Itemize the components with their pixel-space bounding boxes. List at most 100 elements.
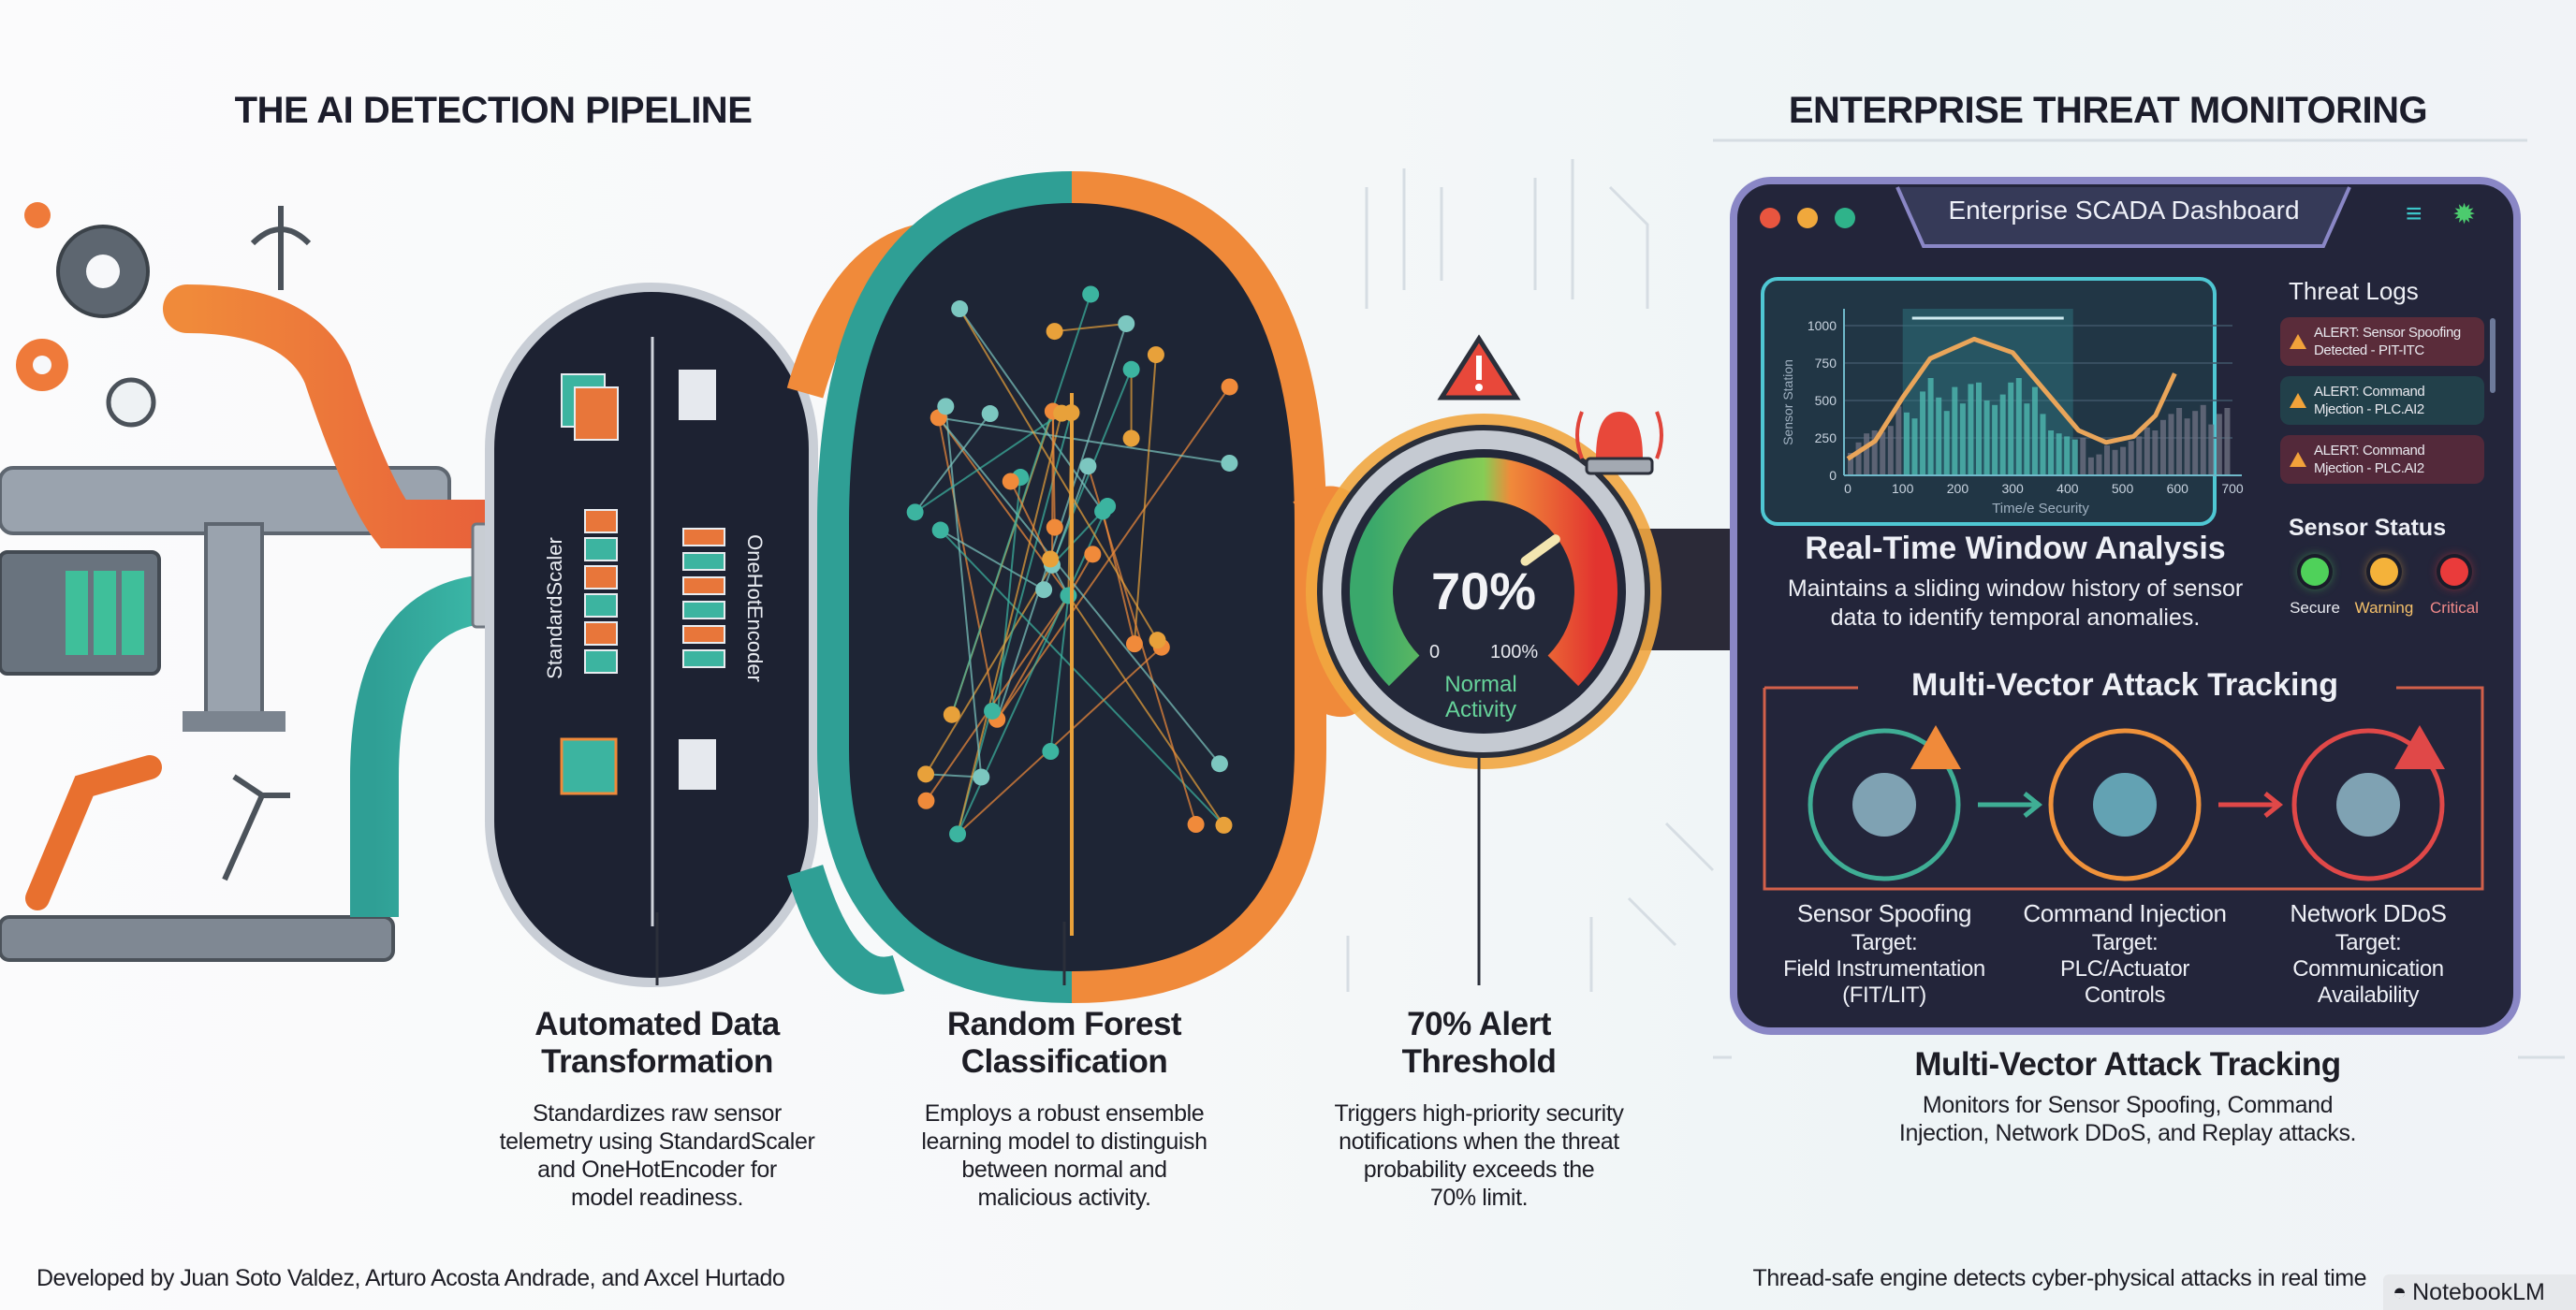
x-tick-label: 0: [1844, 481, 1852, 496]
encoded-block: [682, 625, 725, 644]
tree-node: [917, 792, 935, 809]
data-block: [584, 509, 618, 533]
tree-node: [906, 503, 924, 521]
tree-edge: [996, 323, 1128, 720]
step-desc: between normal and: [961, 1157, 1167, 1183]
bug-icon: ✹: [2452, 199, 2477, 230]
warning-icon: [2290, 452, 2306, 467]
step-title: Automated Data: [534, 1006, 780, 1042]
attack-target-label: Target:: [1851, 930, 1918, 955]
syringe-plc-ring: [2048, 728, 2202, 881]
x-tick-label: 100: [1892, 481, 1914, 496]
alert-line: ALERT: Command: [2314, 384, 2425, 400]
tree-edge: [1133, 355, 1157, 645]
tree-node: [1042, 743, 1060, 761]
status-light-critical: [2440, 558, 2468, 586]
step-title: Transformation: [541, 1043, 773, 1080]
step-desc: Standardizes raw sensor: [533, 1100, 782, 1127]
tree-node: [1221, 378, 1238, 396]
onehotencoder-label: OneHotEncoder: [743, 534, 767, 682]
chart-bar: [2200, 404, 2206, 475]
step-caption-transformation: Automated Data Transformation Standardiz…: [500, 1006, 815, 1212]
flow-arrow: [2218, 792, 2284, 818]
monitoring-caption-line: Monitors for Sensor Spoofing, Command: [1922, 1092, 2334, 1118]
tree-node: [931, 521, 949, 539]
standardscaler-label: StandardScaler: [543, 537, 566, 679]
threat-log-scrollbar[interactable]: [2490, 318, 2496, 393]
x-tick-label: 300: [2001, 481, 2024, 496]
status-light-secure: [2301, 558, 2329, 586]
chart-x-axis-label: Time/e Security: [1992, 501, 2089, 517]
chart-bar: [2087, 457, 2094, 475]
chart-bar: [1992, 404, 1998, 475]
step-desc: 70% limit.: [1429, 1185, 1529, 1211]
status-light-label: Critical: [2430, 599, 2479, 617]
status-light-warning: [2370, 558, 2398, 586]
tree-node: [1046, 323, 1063, 341]
chart-bar: [1968, 384, 1974, 475]
tree-node: [1082, 285, 1100, 303]
window-analysis-line: data to identify temporal anomalies.: [1830, 604, 2201, 631]
tree-node: [1221, 454, 1238, 472]
circuit-traces: [1346, 138, 2565, 1059]
warning-icon: [2290, 393, 2306, 408]
chart-bar: [2120, 446, 2127, 475]
tree-edge: [1054, 322, 1127, 333]
data-block: [584, 593, 618, 618]
y-tick-label: 250: [1814, 430, 1837, 445]
x-tick-label: 500: [2111, 481, 2134, 496]
step-desc: model readiness.: [571, 1185, 743, 1211]
notebooklm-logo-icon: ◓: [2393, 1278, 2408, 1305]
tree-node: [1118, 314, 1135, 332]
monitoring-caption-title: Multi-Vector Attack Tracking: [1914, 1046, 2341, 1083]
data-block: [584, 537, 618, 561]
encoded-block: [682, 601, 725, 619]
decision-tree-network: [906, 285, 1238, 936]
minimize-dot[interactable]: [1797, 208, 1818, 228]
attack-target: PLC/Actuator: [2060, 956, 2189, 982]
attack-target: Availability: [2317, 982, 2420, 1008]
maximize-dot[interactable]: [1835, 208, 1855, 228]
chart-bar: [1848, 453, 1853, 475]
data-block: [584, 649, 618, 674]
chart-y-axis-label: Sensor Station: [1780, 359, 1795, 445]
x-tick-label: 400: [2056, 481, 2079, 496]
tree-node: [949, 825, 967, 843]
attack-target-label: Target:: [2334, 930, 2402, 955]
chart-bar: [2168, 414, 2174, 475]
step-desc: notifications when the threat: [1339, 1128, 1619, 1155]
close-dot[interactable]: [1760, 208, 1780, 228]
warning-triangle-icon: [2394, 725, 2445, 769]
attack-name: Sensor Spoofing: [1796, 899, 1972, 927]
tree-edge: [1009, 481, 1053, 566]
tree-node: [1099, 498, 1117, 516]
chart-bar: [2071, 439, 2078, 475]
window-analysis-desc: Maintains a sliding window history of se…: [1788, 575, 2243, 633]
credits: Developed by Juan Soto Valdez, Arturo Ac…: [37, 1265, 785, 1291]
chart-bar: [2208, 424, 2215, 475]
chart-bar: [2159, 419, 2166, 475]
tree-edge: [996, 553, 1094, 720]
tree-edge: [1051, 411, 1056, 528]
tree-node: [937, 398, 955, 415]
attack-name: Command Injection: [2023, 899, 2227, 927]
step-desc: Employs a robust ensemble: [924, 1100, 1205, 1127]
warning-triangle-icon: [1910, 725, 1961, 769]
chart-bar: [2024, 403, 2030, 475]
chart-bar: [2184, 418, 2190, 475]
network-ring: [2291, 728, 2445, 881]
sensor-ring: [1808, 728, 1961, 881]
step-caption-classification: Random Forest Classification Employs a r…: [921, 1006, 1208, 1212]
chart-bar: [2048, 430, 2055, 475]
alert-line: Mjection - PLC.AI2: [2314, 401, 2424, 417]
chart-bar: [1983, 400, 1990, 475]
tree-edge: [944, 406, 983, 778]
